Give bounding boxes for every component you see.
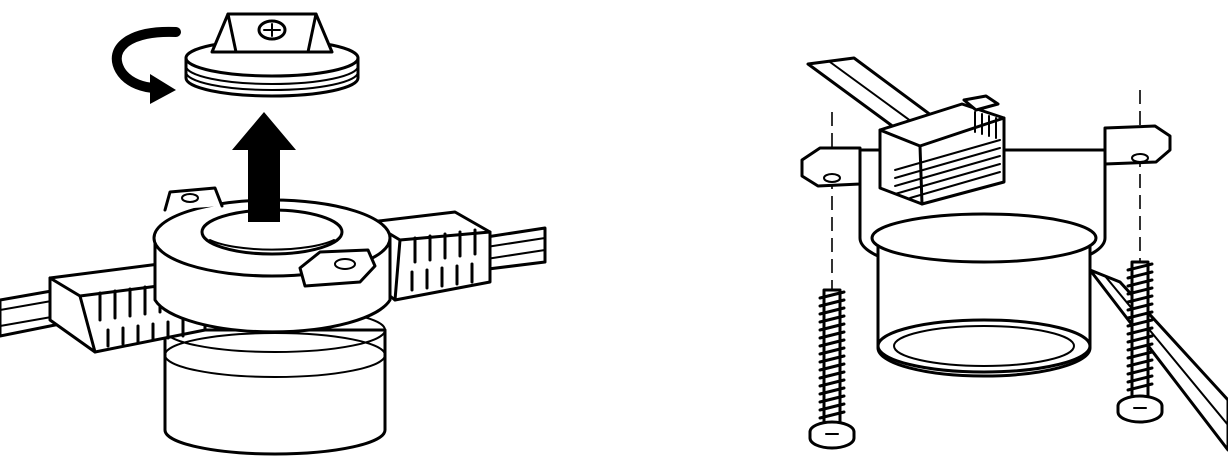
cable-lower — [1088, 268, 1228, 452]
cap-icon — [184, 12, 360, 98]
illustration-open-cap — [0, 0, 560, 466]
cap-removal-drawing — [0, 12, 547, 456]
screw-left-icon — [808, 288, 856, 450]
strain-relief-right — [368, 210, 492, 302]
housing-cylinder-right — [870, 212, 1098, 378]
illustration-mount-screws — [760, 0, 1228, 466]
up-arrow-icon — [232, 112, 296, 222]
counterclockwise-arrow-icon — [111, 26, 181, 104]
mounting-drawing — [800, 56, 1228, 452]
housing-body — [800, 94, 1172, 275]
screw-right-icon — [1116, 260, 1164, 424]
cable-right — [478, 226, 547, 272]
housing-collar — [152, 186, 392, 334]
